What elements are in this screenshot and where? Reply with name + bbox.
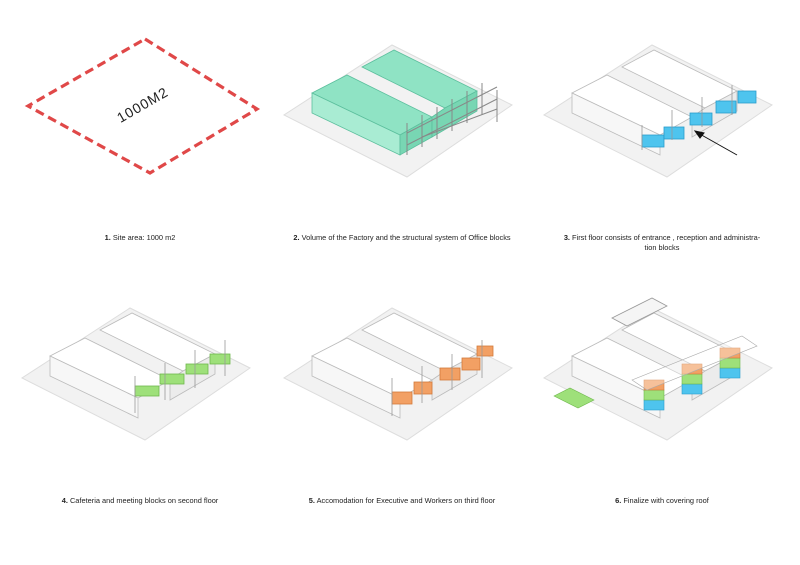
site-boundary — [24, 37, 261, 175]
structure-grid — [406, 83, 498, 155]
step-5-caption: 5. Accomodation for Executive and Worker… — [272, 496, 532, 506]
structure-grid — [391, 340, 483, 416]
step-5-text: Accomodation for Executive and Workers o… — [316, 496, 496, 505]
step-1-panel: 1000M2 1. Site area: 1000 m2 — [10, 5, 270, 255]
step-1-text: Site area: 1000 m2 — [112, 233, 176, 242]
step-3-caption: 3. First floor consists of entrance , re… — [532, 233, 792, 253]
step-3-panel: 3. First floor consists of entrance , re… — [532, 5, 792, 255]
second-floor-diagram — [20, 307, 251, 441]
structure-grid — [641, 85, 733, 150]
step-3-number: 3. — [563, 233, 570, 242]
step-4-panel: 4. Cafeteria and meeting blocks on secon… — [10, 268, 270, 518]
step-2-text: Volume of the Factory and the structural… — [301, 233, 511, 242]
factory-volume — [311, 49, 478, 156]
step-1-number: 1. — [104, 233, 111, 242]
factory-volume — [49, 312, 216, 419]
factory-volume — [571, 49, 738, 156]
step-6-caption: 6. Finalize with covering roof — [532, 496, 792, 506]
arrow-icon — [693, 130, 738, 156]
step-2-panel: 2. Volume of the Factory and the structu… — [272, 5, 532, 255]
step-1-caption: 1. Site area: 1000 m2 — [10, 233, 270, 243]
step-4-text: Cafeteria and meeting blocks on second f… — [69, 496, 219, 505]
step-3-text-line2: tion blocks — [644, 243, 680, 252]
step-6-text: Finalize with covering roof — [623, 496, 709, 505]
first-floor-blocks — [641, 90, 757, 148]
step-2-number: 2. — [293, 233, 300, 242]
site-plot-diagram: 1000M2 — [24, 37, 261, 175]
step-5-number: 5. — [308, 496, 315, 505]
step-4-number: 4. — [61, 496, 68, 505]
step-4-caption: 4. Cafeteria and meeting blocks on secon… — [10, 496, 270, 506]
factory-volume-diagram — [282, 44, 513, 178]
step-5-panel: 5. Accomodation for Executive and Worker… — [272, 268, 532, 518]
step-6-panel: 6. Finalize with covering roof — [532, 268, 792, 518]
covering-roof — [631, 335, 758, 391]
stacked-blocks — [643, 347, 741, 411]
first-floor-diagram — [542, 44, 773, 178]
covering-roof-diagram — [542, 297, 773, 441]
step-3-text: First floor consists of entrance , recep… — [572, 233, 761, 242]
roof-top-frame — [611, 297, 668, 327]
step-2-caption: 2. Volume of the Factory and the structu… — [272, 233, 532, 243]
step-6-number: 6. — [615, 496, 622, 505]
structure-grid — [134, 340, 226, 413]
third-floor-diagram — [282, 307, 513, 441]
green-lawn — [553, 387, 595, 409]
site-area-label: 1000M2 — [114, 84, 171, 126]
